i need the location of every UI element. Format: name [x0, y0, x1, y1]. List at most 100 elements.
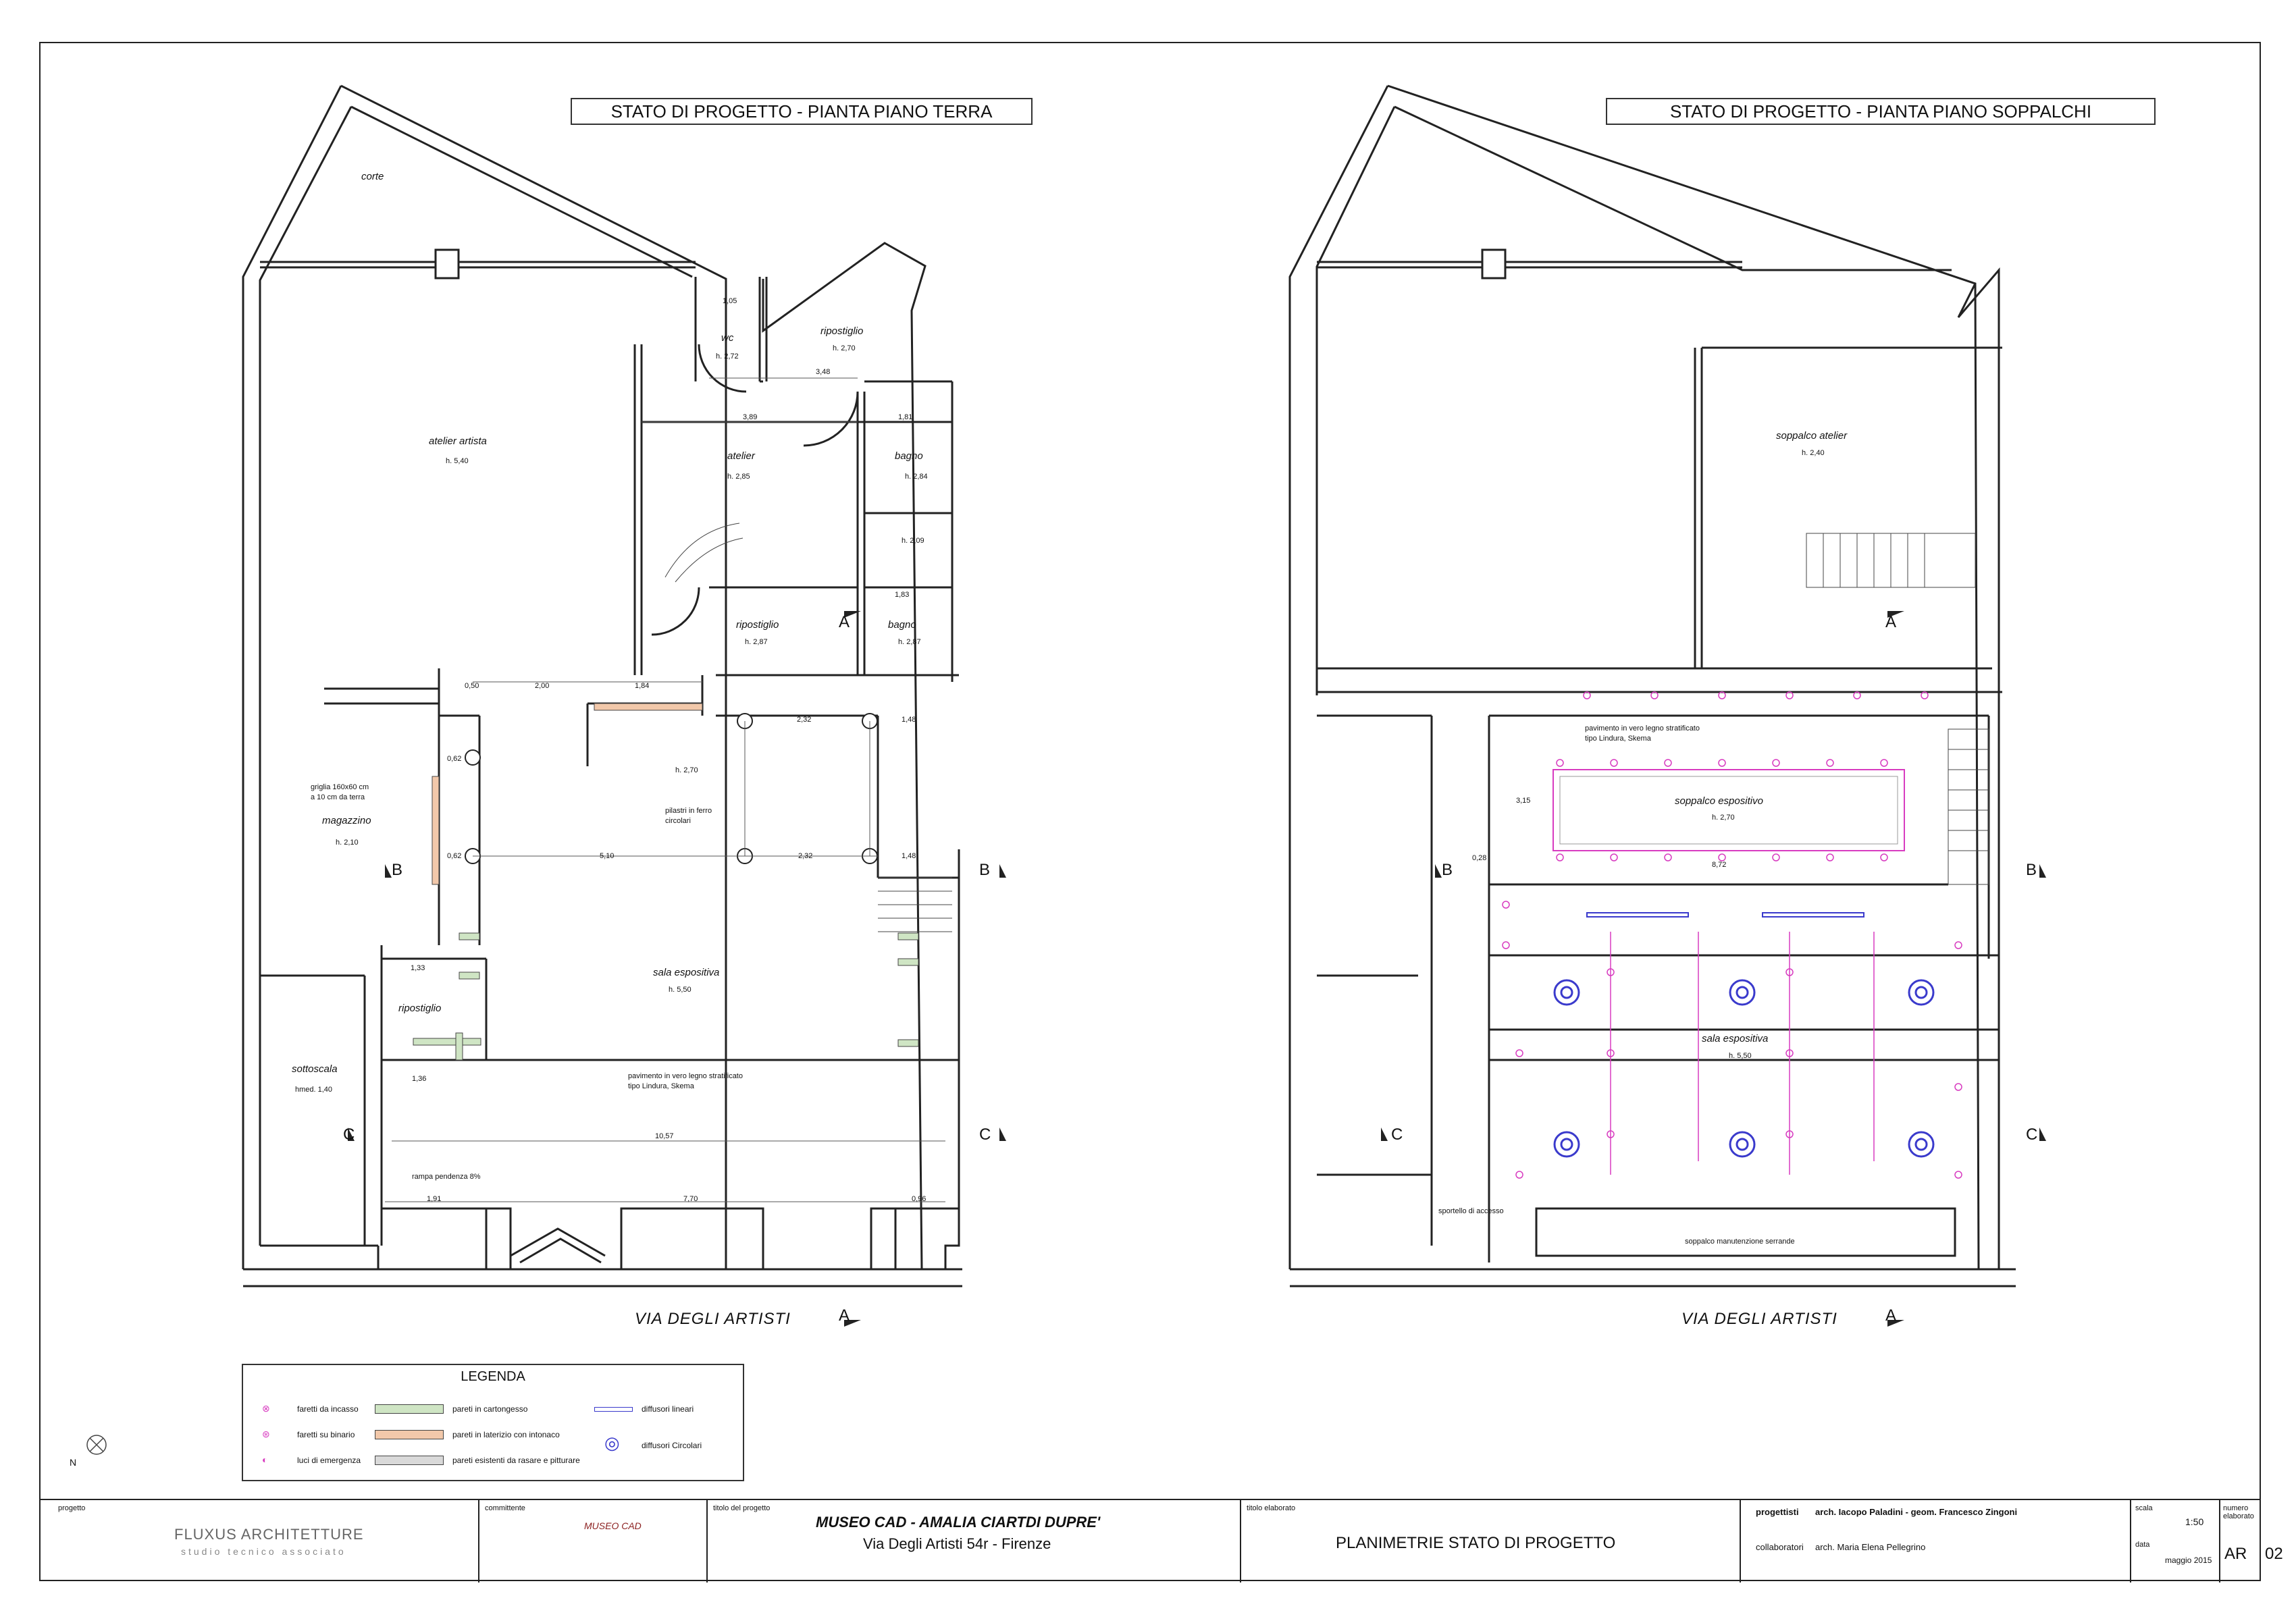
- room-height: h. 2,70: [1712, 814, 1735, 822]
- room-label: corte: [361, 171, 384, 182]
- dimension-label: 2,32: [797, 716, 812, 724]
- right-plan-title: STATO DI PROGETTO - PIANTA PIANO SOPPALC…: [1606, 98, 2156, 125]
- note-pavimento: pavimento in vero legno stratificato: [1585, 724, 1700, 733]
- linear-diffuser-icon: [594, 1407, 633, 1412]
- museum-logo: MUSEO CAD: [584, 1520, 642, 1531]
- section-mark-b: B: [392, 861, 403, 879]
- legend-item: pareti in laterizio con intonaco: [452, 1430, 560, 1439]
- track-spot-icon: ⊛: [262, 1429, 270, 1439]
- dimension-label: 1,81: [898, 413, 913, 421]
- room-label: magazzino: [322, 815, 371, 826]
- dimension-label: 1,36: [412, 1075, 427, 1083]
- room-height: h. 2,87: [745, 638, 768, 646]
- room-height: h. 5,50: [669, 986, 692, 994]
- room-height: h. 2,87: [898, 638, 921, 646]
- left-outer-wall: [340, 84, 727, 1269]
- room-label: ripostiglio: [398, 1003, 442, 1014]
- note-pavimento: pavimento in vero legno stratificato: [628, 1072, 743, 1080]
- room-height: h. 2,84: [905, 473, 928, 481]
- room-label: bagno: [895, 450, 923, 462]
- laterizio-swatch: [375, 1430, 444, 1439]
- legend-item: pareti esistenti da rasare e pitturare: [452, 1456, 580, 1465]
- dimension-label: 3,48: [816, 368, 831, 376]
- room-height: h. 5,40: [446, 457, 469, 465]
- dimension-label: 10,57: [655, 1132, 674, 1140]
- numero-value: 02: [2265, 1545, 2283, 1563]
- data-label: data: [2135, 1541, 2150, 1549]
- legend-item: pareti in cartongesso: [452, 1404, 528, 1414]
- section-mark-a: A: [1885, 1306, 1897, 1325]
- project-address: Via Degli Artisti 54r - Firenze: [863, 1535, 1051, 1552]
- dimension-label: 5,10: [600, 852, 615, 860]
- dimension-label: 0,50: [465, 682, 479, 690]
- note-griglia-2: a 10 cm da terra: [311, 793, 365, 801]
- title-block: progetto FLUXUS ARCHITETTURE studio tecn…: [39, 1499, 2283, 1583]
- north-label: N: [70, 1457, 77, 1468]
- numero-prefix: AR: [2224, 1545, 2247, 1563]
- section-mark-c: C: [2026, 1125, 2038, 1144]
- legend: LEGENDA ⊗ faretti da incasso ⊛ faretti s…: [242, 1364, 744, 1481]
- section-mark-b: B: [979, 861, 991, 879]
- progetto-label: progetto: [58, 1504, 86, 1512]
- legend-item: faretti su binario: [297, 1430, 355, 1439]
- drawing-sheet: [39, 42, 2261, 1581]
- progettisti-label: progettisti: [1756, 1507, 1799, 1517]
- room-height: h. 2,70: [675, 766, 698, 774]
- emergency-light-icon: ◐: [262, 1454, 268, 1465]
- street-label: VIA DEGLI ARTISTI: [1681, 1310, 1837, 1328]
- room-label: atelier: [727, 450, 755, 462]
- legend-item: luci di emergenza: [297, 1456, 361, 1465]
- dimension-label: 7,70: [683, 1195, 698, 1203]
- room-height: h. 2,70: [833, 344, 856, 352]
- note-pavimento-2: tipo Lindura, Skema: [1585, 735, 1651, 743]
- titolo-elaborato-label: titolo elaborato: [1247, 1504, 1296, 1512]
- committente-label: committente: [485, 1504, 525, 1512]
- left-plan-title: STATO DI PROGETTO - PIANTA PIANO TERRA: [571, 98, 1033, 125]
- room-label: sottoscala: [292, 1063, 338, 1075]
- dimension-label: 2,00: [535, 682, 550, 690]
- room-label: soppalco atelier: [1776, 430, 1848, 442]
- studio-logo: FLUXUS ARCHITETTURE: [174, 1526, 364, 1543]
- recessed-spot-icon: ⊗: [262, 1403, 270, 1414]
- room-height: hmed. 1,40: [295, 1086, 333, 1094]
- project-title: MUSEO CAD - AMALIA CIARTDI DUPRE': [816, 1514, 1101, 1531]
- room-height: h. 5,50: [1729, 1052, 1752, 1060]
- dimension-label: 0,62: [447, 755, 462, 763]
- cartongesso-swatch: [375, 1404, 444, 1414]
- dimension-label: 1,91: [427, 1195, 442, 1203]
- dimension-label: 1,33: [411, 964, 425, 972]
- circular-diffuser-icon: ◎: [604, 1433, 620, 1453]
- room-height: h. 2,40: [1802, 449, 1825, 457]
- street-label: VIA DEGLI ARTISTI: [635, 1310, 791, 1328]
- section-mark-b: B: [2026, 861, 2037, 879]
- collaboratori: arch. Maria Elena Pellegrino: [1815, 1542, 1926, 1552]
- elaborato-title: PLANIMETRIE STATO DI PROGETTO: [1336, 1534, 1616, 1552]
- dimension-label: 0,96: [912, 1195, 927, 1203]
- dimension-label: 3,15: [1516, 797, 1531, 805]
- dimension-label: 1,48: [902, 716, 916, 724]
- studio-subtitle: studio tecnico associato: [181, 1546, 346, 1557]
- legend-item: diffusori Circolari: [642, 1441, 702, 1450]
- room-height: h. 2,09: [902, 537, 924, 545]
- room-label: bagno: [888, 619, 916, 631]
- section-mark-a: A: [839, 613, 850, 631]
- room-label: sala espositiva: [653, 967, 720, 978]
- section-mark-c: C: [979, 1125, 991, 1144]
- note-rampa: rampa pendenza 8%: [412, 1173, 481, 1181]
- data-value: maggio 2015: [2165, 1556, 2212, 1565]
- section-mark-c: C: [343, 1125, 355, 1144]
- scala-value: 1:50: [2185, 1516, 2204, 1527]
- note-sportello: sportello di accesso: [1438, 1207, 1504, 1215]
- dimension-label: 0,62: [447, 852, 462, 860]
- note-pavimento-2: tipo Lindura, Skema: [628, 1082, 694, 1090]
- esistenti-swatch: [375, 1456, 444, 1465]
- section-mark-a: A: [839, 1306, 850, 1325]
- note-manutenzione: soppalco manutenzione serrande: [1685, 1238, 1795, 1246]
- scala-label: scala: [2135, 1504, 2153, 1512]
- legend-title: LEGENDA: [461, 1369, 525, 1384]
- room-label: soppalco espositivo: [1675, 795, 1763, 807]
- room-label: ripostiglio: [736, 619, 779, 631]
- dimension-label: 1,84: [635, 682, 650, 690]
- dimension-label: 1,48: [902, 852, 916, 860]
- room-height: h. 2,72: [716, 352, 739, 361]
